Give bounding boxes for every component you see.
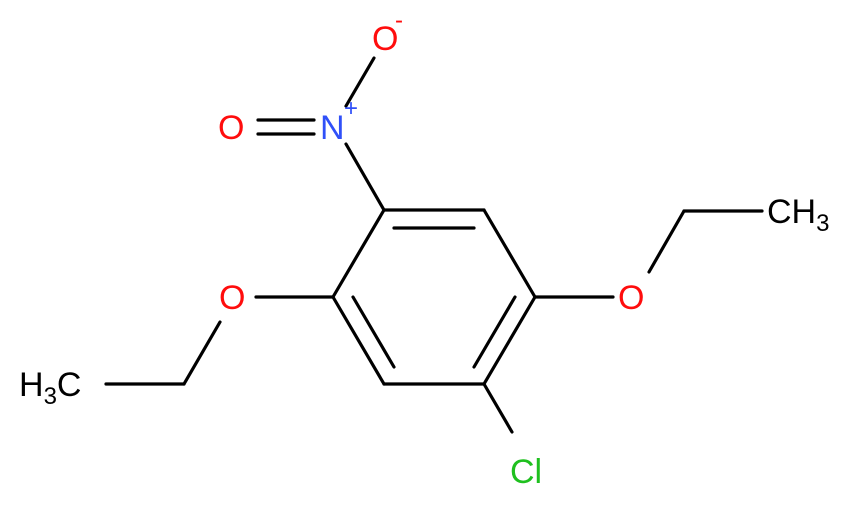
bond-c6-c1 bbox=[331, 208, 386, 299]
bond-c3-c4 bbox=[482, 295, 537, 386]
bond-c5-c6-inner bbox=[351, 295, 396, 369]
cl-label: Cl bbox=[510, 453, 542, 491]
benzene-ring bbox=[331, 208, 537, 386]
o-left-label: O bbox=[219, 279, 245, 317]
nitro-group-bonds bbox=[256, 56, 386, 212]
o-double-label: O bbox=[218, 109, 244, 147]
ch3-right-label: CH3 bbox=[767, 193, 829, 237]
o-right-label: O bbox=[618, 279, 644, 317]
right-ethoxy-bonds bbox=[533, 209, 764, 299]
bond-c1-n bbox=[344, 142, 386, 212]
o-minus-label: O bbox=[372, 20, 398, 58]
bond-c5-c6 bbox=[331, 295, 386, 386]
n-plus-charge: + bbox=[344, 95, 358, 122]
left-ethoxy-bonds bbox=[104, 295, 335, 386]
n-plus-label: N bbox=[320, 109, 345, 147]
bond-n-o-single bbox=[344, 56, 376, 108]
o-minus-charge: - bbox=[395, 7, 403, 34]
bond-o-left-ch2 bbox=[182, 320, 222, 386]
bond-c2-c3 bbox=[482, 208, 537, 299]
bond-c3-c4-inner bbox=[472, 295, 517, 369]
bond-o-right-ch2 bbox=[647, 209, 686, 274]
bond-c4-cl bbox=[482, 382, 514, 434]
ch3-left-label: H3C bbox=[19, 366, 81, 410]
